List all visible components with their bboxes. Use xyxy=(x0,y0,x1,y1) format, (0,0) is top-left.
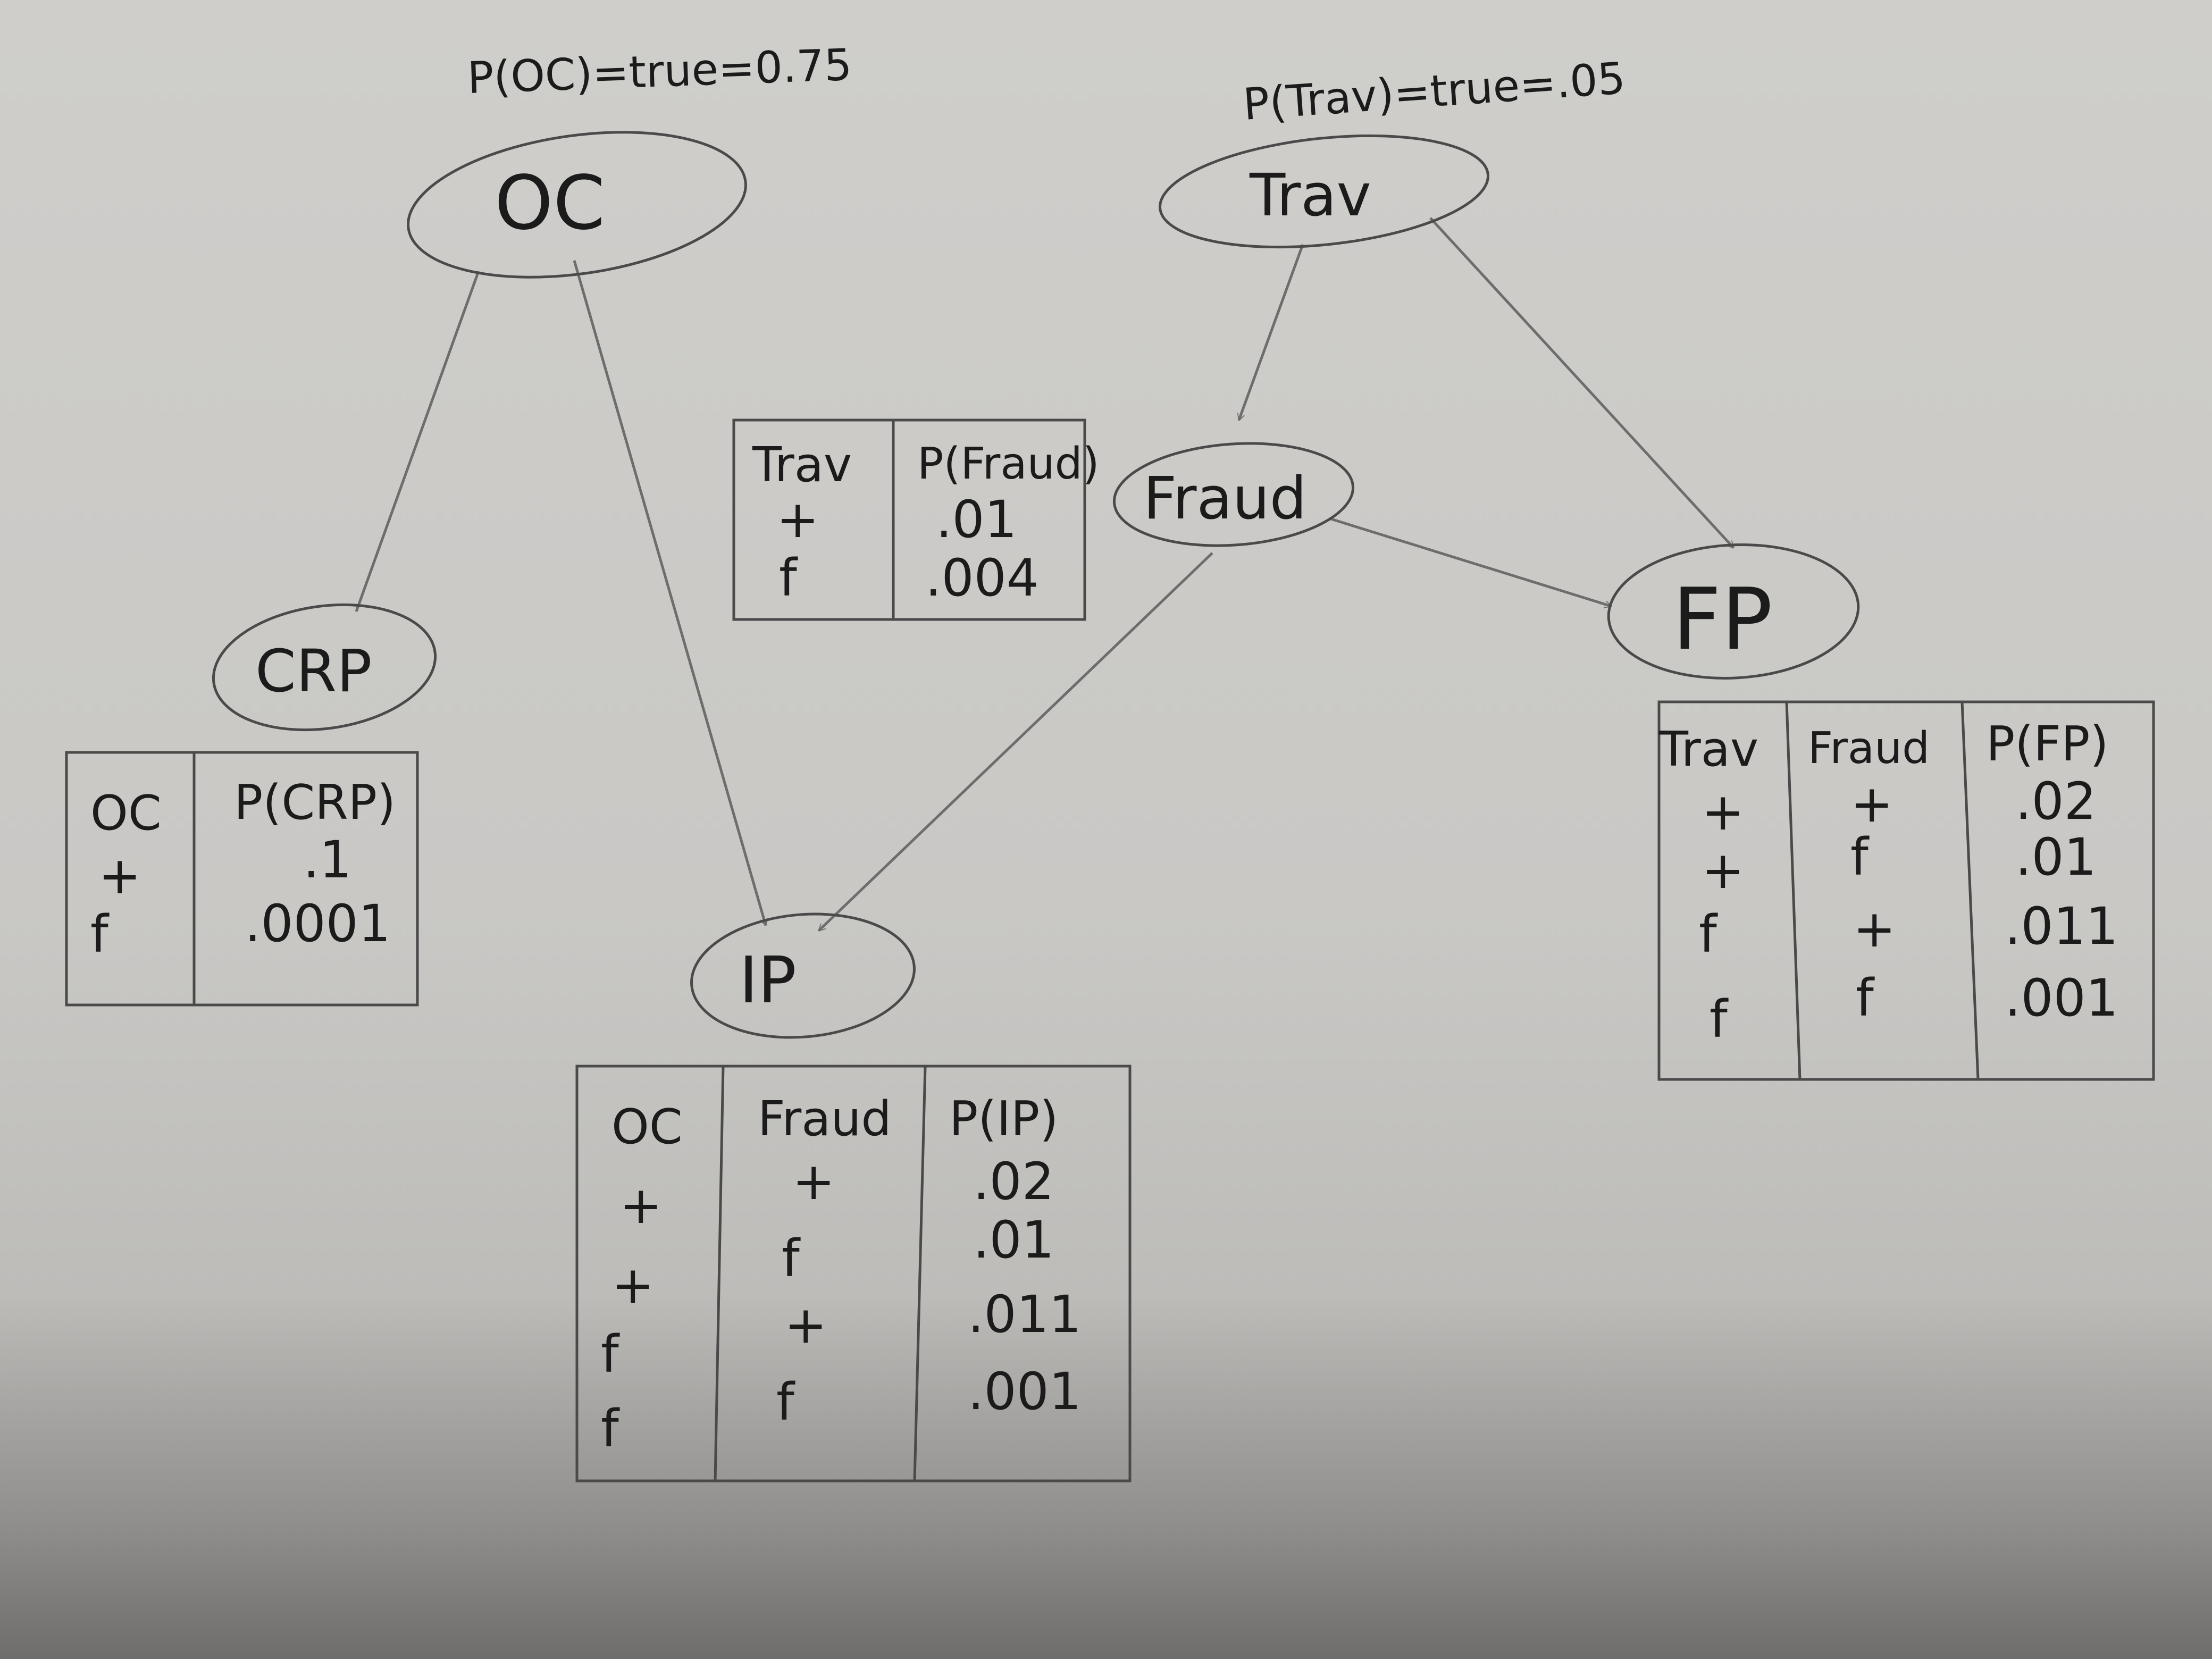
node-trav-ellipse xyxy=(1159,134,1489,249)
node-ip-label: IP xyxy=(739,944,797,1018)
table-fp-cell-3-2: .001 xyxy=(2005,968,2118,1028)
prior-trav: P(Trav)=true=.05 xyxy=(1242,53,1627,130)
table-fp: Trav Fraud P(FP) + + .02 + f .01 f + .01… xyxy=(1657,700,2155,1081)
table-fp-header-0: Trav xyxy=(1658,722,1758,777)
table-fraud-cell-0-1: .01 xyxy=(936,490,1017,549)
table-ip: OC Fraud P(IP) + + .02 + f .01 f + .011 … xyxy=(575,1065,1132,1482)
table-crp-cell-1-1: .0001 xyxy=(245,894,391,953)
table-ip-cell-1-1: f xyxy=(782,1229,801,1288)
node-fp-ellipse xyxy=(1607,543,1860,680)
table-fp-cell-0-2: .02 xyxy=(2015,772,2097,831)
table-fraud: Trav P(Fraud) + .01 f .004 xyxy=(732,418,1100,621)
table-fp-cell-1-2: .01 xyxy=(2015,827,2097,887)
node-ip: IP xyxy=(690,912,916,1039)
table-fp-cell-3-1: f xyxy=(1856,968,1875,1028)
edge-fraud-ip xyxy=(819,552,1213,931)
table-fraud-cell-1-1: .004 xyxy=(925,548,1039,608)
node-crp: CRP xyxy=(212,603,437,732)
table-fp-cell-3-0: f xyxy=(1710,990,1729,1049)
node-oc-ellipse xyxy=(407,131,747,279)
node-crp-label: CRP xyxy=(255,637,372,705)
table-ip-cell-1-0: + xyxy=(611,1255,654,1315)
table-fp-cell-0-1: + xyxy=(1850,774,1893,834)
table-crp-cell-0-1: .1 xyxy=(303,830,352,890)
table-ip-header-2: P(IP) xyxy=(949,1091,1058,1147)
node-oc-label: OC xyxy=(495,160,605,247)
table-fraud-header-1: P(Fraud) xyxy=(917,439,1100,489)
table-ip-cell-2-2: .011 xyxy=(968,1285,1082,1344)
edge-trav-fp xyxy=(1429,217,1733,548)
table-ip-header-1: Fraud xyxy=(758,1091,892,1147)
table-fp-cell-1-0: + xyxy=(1702,841,1744,900)
node-fraud-label: Fraud xyxy=(1143,464,1306,532)
edge-oc-ip xyxy=(573,260,766,925)
edge-oc-crp xyxy=(355,271,480,612)
node-trav-label: Trav xyxy=(1249,161,1371,229)
edge-trav-fraud xyxy=(1239,244,1304,420)
table-ip-cell-3-2: .001 xyxy=(968,1362,1082,1421)
table-fp-header-1: Fraud xyxy=(1808,723,1930,774)
edges xyxy=(355,217,1733,931)
table-fraud-cell-1-0: f xyxy=(779,548,798,608)
table-ip-cell-0-0: + xyxy=(619,1176,662,1235)
table-crp-header-1: P(CRP) xyxy=(234,775,396,831)
edge-fraud-fp xyxy=(1329,517,1611,606)
node-ip-ellipse xyxy=(690,912,916,1039)
table-crp: OC P(CRP) + .1 f .0001 xyxy=(65,751,419,1007)
table-fp-cell-0-0: + xyxy=(1702,782,1744,842)
prior-oc: P(OC)=true=0.75 xyxy=(466,40,852,104)
table-crp-header-0: OC xyxy=(90,785,162,841)
node-crp-ellipse xyxy=(212,603,437,732)
table-ip-cell-0-1: + xyxy=(792,1152,835,1211)
table-ip-cell-3-1: f xyxy=(776,1372,795,1432)
table-crp-cell-0-0: + xyxy=(98,846,141,906)
table-ip-cell-0-2: .02 xyxy=(973,1152,1054,1211)
node-fp-label: FP xyxy=(1672,569,1773,669)
node-fraud: Fraud xyxy=(1112,442,1355,547)
node-fp: FP xyxy=(1607,543,1860,680)
table-ip-header-0: OC xyxy=(611,1099,683,1155)
table-fp-cell-2-2: .011 xyxy=(2005,896,2118,956)
table-fp-header-2: P(FP) xyxy=(1986,716,2109,772)
table-ip-cell-2-0: f xyxy=(601,1325,620,1384)
node-fraud-ellipse xyxy=(1112,442,1355,547)
table-crp-cell-1-0: f xyxy=(90,904,110,964)
node-oc: OC xyxy=(407,131,747,279)
table-fp-cell-2-1: + xyxy=(1853,899,1896,959)
table-ip-cell-3-0: f xyxy=(601,1399,620,1459)
table-fraud-cell-0-0: + xyxy=(776,490,819,549)
table-fp-cell-2-0: f xyxy=(1699,904,1718,964)
table-fp-cell-1-1: f xyxy=(1850,827,1870,887)
table-ip-cell-1-2: .01 xyxy=(973,1210,1054,1270)
table-ip-cell-2-1: + xyxy=(784,1295,827,1355)
node-trav: Trav xyxy=(1159,134,1489,249)
table-fraud-header-0: Trav xyxy=(752,437,852,493)
